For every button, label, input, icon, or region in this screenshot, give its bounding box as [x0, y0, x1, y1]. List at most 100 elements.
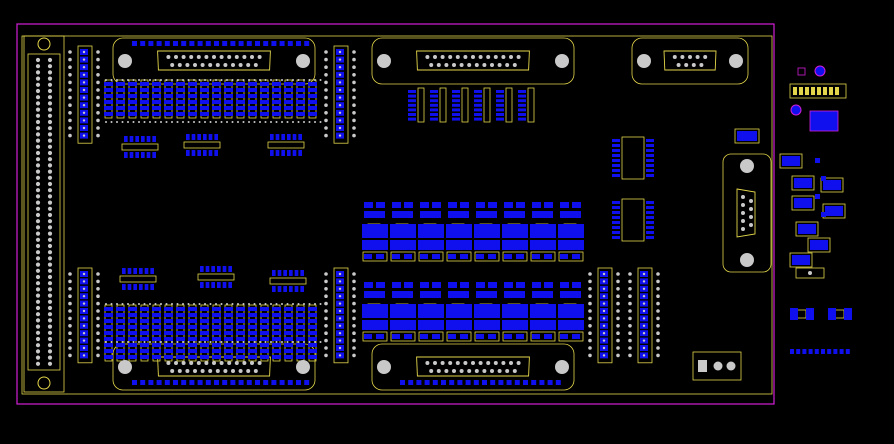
- edge-pin: [47, 181, 53, 187]
- via-pad: [352, 287, 356, 291]
- driver-row-top-block: [502, 240, 528, 250]
- via-pad: [324, 272, 328, 276]
- pin-header-hole: [338, 134, 342, 137]
- via-pad: [588, 331, 592, 336]
- resistor-array-bottom-pad: [308, 343, 317, 347]
- driver-row-bottom-pad: [488, 282, 497, 288]
- strip-pad: [408, 113, 416, 116]
- resistor-array-top-pad: [284, 82, 293, 86]
- ic-right-1-pin: [612, 169, 620, 172]
- logo-glyph: [829, 87, 833, 95]
- driver-row-top-pad: [460, 254, 468, 259]
- resistor-array-bottom-pad: [260, 313, 269, 317]
- via-pad: [68, 331, 72, 336]
- edge-pin: [35, 225, 41, 230]
- logo-glyph: [823, 87, 827, 95]
- resistor-array-bottom-pad: [212, 349, 221, 353]
- edge-pin: [35, 237, 41, 242]
- ic-top-1-pin: [124, 136, 128, 142]
- via-pad: [656, 309, 660, 313]
- driver-row-top-block: [446, 224, 472, 238]
- smd-outline: [734, 128, 760, 144]
- pin-header-hole: [642, 272, 646, 276]
- pin-header-outline: [597, 267, 613, 364]
- edge-pin: [47, 88, 53, 94]
- trace-pad: [164, 41, 170, 46]
- dot: [215, 303, 217, 305]
- ic-top-3-pin: [287, 150, 291, 156]
- driver-row-bottom-pad: [476, 282, 485, 288]
- ic-right-2-pin: [612, 206, 620, 209]
- dot: [275, 303, 278, 305]
- dot: [226, 341, 228, 343]
- resistor-array-bottom-pad: [104, 355, 113, 359]
- resistor-array-bottom-pad: [308, 307, 317, 311]
- dot: [116, 341, 118, 343]
- ic-bot-2-pin: [217, 266, 221, 272]
- db25-bottom-center-pin: [486, 361, 491, 365]
- dot: [253, 341, 256, 343]
- driver-row-bottom-pad: [504, 291, 525, 298]
- via-pad: [616, 272, 620, 276]
- ic-right-1-pin: [646, 174, 654, 177]
- driver-row-top-outline: [474, 251, 500, 262]
- via-pad: [352, 88, 356, 92]
- resistor-array-bottom-pad: [212, 343, 221, 347]
- resistor-array-bottom-pad: [152, 319, 161, 323]
- smd-part: [794, 198, 812, 208]
- ic-bot-2-pin: [200, 282, 204, 288]
- dot: [138, 341, 140, 343]
- resistor-array-bottom-pad: [296, 331, 305, 335]
- db9-top-right-pin: [680, 55, 685, 59]
- pin-header-hole: [642, 287, 646, 290]
- via-pad: [68, 118, 72, 123]
- db9-top-right-pin: [672, 55, 677, 59]
- db25-top-left-pin: [193, 63, 197, 67]
- pin-header-hole: [82, 346, 86, 350]
- edge-pin: [35, 169, 41, 174]
- dot: [127, 341, 129, 343]
- db25-top-left-pin: [219, 55, 224, 59]
- trace-pad: [214, 380, 219, 385]
- driver-row-top-pad: [376, 254, 384, 259]
- dot: [253, 303, 256, 305]
- via-pad: [324, 346, 328, 350]
- driver-row-bottom-pad: [488, 334, 496, 339]
- magenta-pad: [797, 67, 806, 76]
- resistor-array-bottom-pad: [248, 325, 257, 329]
- dot: [105, 341, 107, 343]
- edge-pin: [35, 330, 41, 335]
- resistor-array-top-pad: [296, 82, 305, 86]
- dot: [209, 341, 212, 343]
- ic-top-3-body: [267, 141, 305, 149]
- dot: [275, 79, 278, 81]
- trace-pad: [465, 380, 471, 385]
- logo-glyph: [817, 87, 821, 95]
- resistor-array-bottom-pad: [224, 349, 233, 353]
- dot: [160, 121, 162, 123]
- ic-top-2-body: [183, 141, 221, 149]
- edge-pin: [47, 324, 53, 329]
- dot: [259, 341, 261, 343]
- dot: [176, 303, 179, 305]
- resistor-array-bottom-pad: [224, 319, 233, 323]
- ic-top-1-pin: [152, 136, 156, 142]
- resistor-array-bottom-pad: [224, 313, 233, 317]
- resistor-array-bottom-pad: [164, 349, 173, 353]
- resistor-array-bottom-pad: [116, 313, 125, 317]
- driver-row-top-outline: [558, 251, 584, 262]
- dot: [259, 79, 261, 81]
- dot: [248, 79, 250, 81]
- strip-pad: [452, 103, 460, 107]
- edge-pin: [35, 175, 41, 180]
- edge-pin: [47, 95, 53, 100]
- resistor-array-bottom-pad: [152, 313, 161, 317]
- driver-row-bottom-pad: [504, 282, 513, 288]
- driver-row-bottom-pad: [448, 334, 456, 339]
- trace-pad: [498, 380, 504, 385]
- via-pad: [628, 316, 632, 321]
- driver-row-bottom-block: [502, 320, 528, 330]
- resistor-array-bottom-pad: [176, 331, 185, 335]
- db25-top-center-body: [416, 50, 530, 71]
- db9-top-right-pin: [684, 63, 689, 67]
